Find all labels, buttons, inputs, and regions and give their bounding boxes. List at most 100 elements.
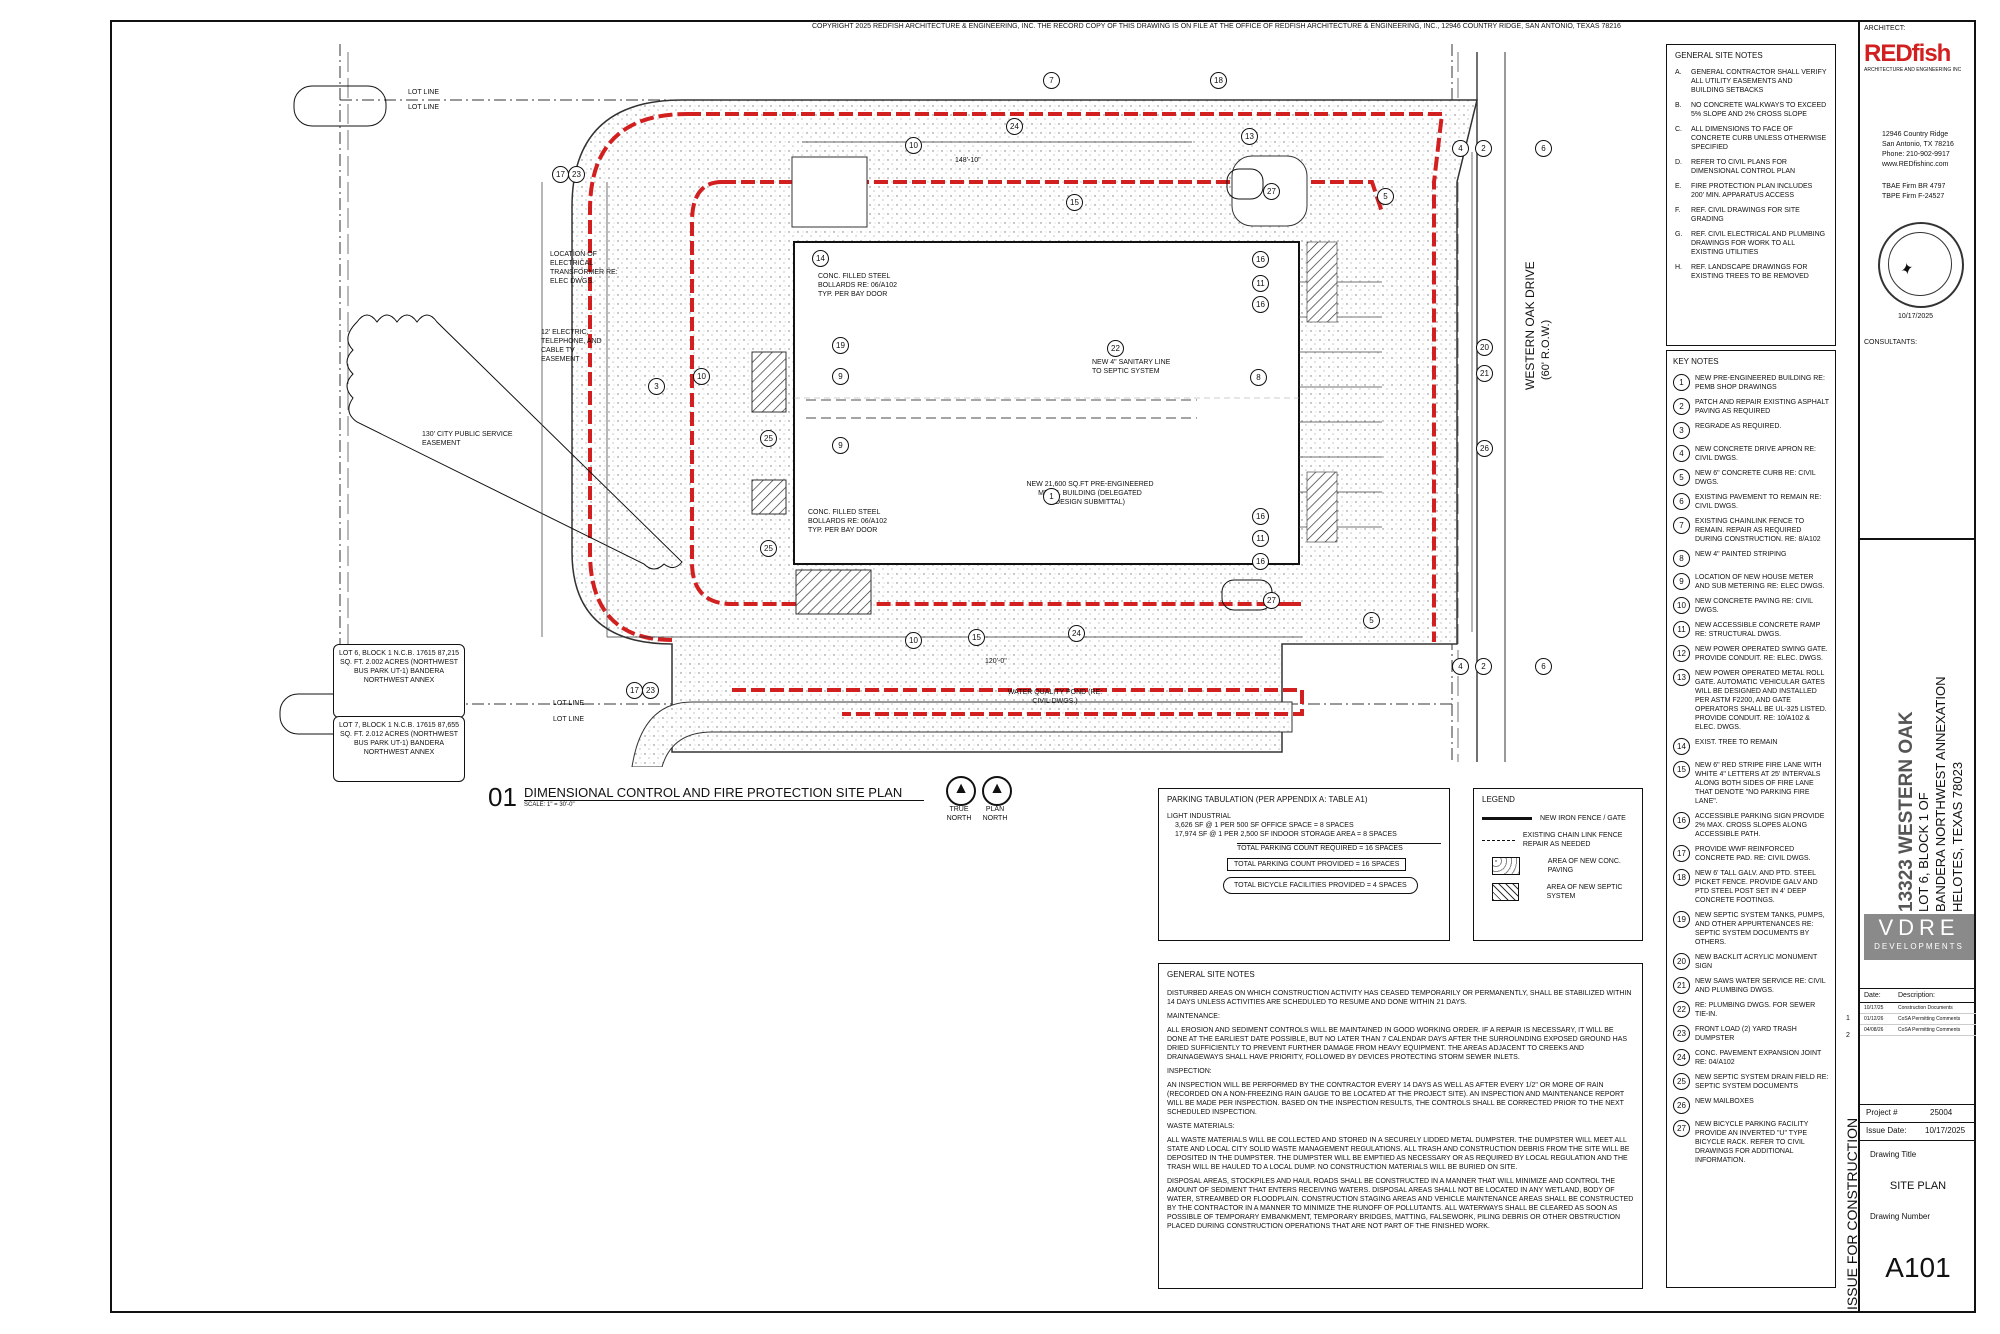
seal-date: 10/17/2025 — [1898, 313, 1934, 320]
callout-16b: 16 — [1252, 296, 1269, 313]
project-name: 13323 WESTERN OAK — [1896, 711, 1917, 912]
key-note-number: 26 — [1673, 1097, 1690, 1114]
tb-divider — [1860, 1122, 1976, 1123]
note-letter: D. — [1675, 159, 1682, 166]
key-note-text: CONC. PAVEMENT EXPANSION JOINT RE: 04/A1… — [1695, 1050, 1822, 1066]
dim-top: 148'-10" — [955, 157, 981, 164]
note-para: AN INSPECTION WILL BE PERFORMED BY THE C… — [1167, 1082, 1625, 1116]
chain-fence-swatch — [1482, 839, 1515, 841]
callout-9b: 9 — [832, 437, 849, 454]
callout-26: 26 — [1476, 440, 1493, 457]
callout-27: 27 — [1263, 592, 1280, 609]
revision-cloud-easement — [346, 314, 683, 570]
key-note-number: 11 — [1673, 621, 1690, 638]
callout-17b: 17 — [626, 682, 643, 699]
key-note-number: 18 — [1673, 869, 1690, 886]
parking-row: 3,626 SF @ 1 PER 500 SF OFFICE SPACE = 8… — [1175, 822, 1354, 829]
revision-date: 01/12/26 — [1864, 1016, 1884, 1022]
callout-23a: 23 — [568, 166, 585, 183]
callout-2b: 2 — [1475, 658, 1492, 675]
septic-area-south — [795, 569, 872, 615]
note-letter: G. — [1675, 231, 1683, 238]
drawing-title-label: Drawing Title — [1870, 1150, 1917, 1159]
septic-area-west — [751, 351, 787, 413]
parking-tabulation: PARKING TABULATION (PER APPENDIX A: TABL… — [1158, 788, 1450, 941]
key-note-text: NEW MAILBOXES — [1695, 1098, 1754, 1105]
vdre-logo-sub: DEVELOPMENTS — [1874, 942, 1964, 951]
key-note-number: 23 — [1673, 1025, 1690, 1042]
lot-line-label-3: LOT LINE — [553, 700, 584, 707]
parking-row: 17,974 SF @ 1 PER 2,500 SF INDOOR STORAG… — [1175, 831, 1397, 838]
note-para: ALL EROSION AND SEDIMENT CONTROLS WILL B… — [1167, 1027, 1628, 1061]
key-note-number: 1 — [1673, 374, 1690, 391]
building-label: NEW 21,600 SQ.FT PRE-ENGINEERED METAL BU… — [1026, 481, 1154, 506]
sanitary-label: NEW 4" SANITARY LINE TO SEPTIC SYSTEM — [1092, 359, 1171, 375]
callout-27b: 27 — [1263, 183, 1280, 200]
redfish-logo-sub: ARCHITECTURE AND ENGINEERING INC — [1864, 67, 1962, 73]
key-note-number: 6 — [1673, 493, 1690, 510]
lot-line-label-2: LOT LINE — [408, 104, 439, 111]
easement-public-label: 130' CITY PUBLIC SERVICE EASEMENT — [422, 431, 513, 447]
note-text: REF. CIVIL DRAWINGS FOR SITE GRADING — [1691, 207, 1800, 223]
architect-label: ARCHITECT: — [1864, 25, 1906, 32]
vdre-logo: VDRE DEVELOPMENTS — [1864, 914, 1974, 960]
key-note-number: 20 — [1673, 953, 1690, 970]
key-note-number: 10 — [1673, 597, 1690, 614]
easement-elec-label: 12' ELECTRIC, TELEPHONE, AND CABLE TV EA… — [541, 329, 602, 363]
drawing-number-label-tb: Drawing Number — [1870, 1212, 1931, 1221]
key-note-number: 4 — [1673, 445, 1690, 462]
key-note-text: EXISTING PAVEMENT TO REMAIN RE: CIVIL DW… — [1695, 494, 1822, 510]
tb-divider — [1860, 538, 1976, 540]
lot-line-label-1: LOT LINE — [408, 89, 439, 96]
sheet-border — [110, 20, 1976, 1313]
callout-24: 24 — [1068, 625, 1085, 642]
drawing-scale: SCALE: 1" = 30'-0" — [524, 802, 575, 808]
note-para: DISTURBED AREAS ON WHICH CONSTRUCTION AC… — [1167, 990, 1632, 1006]
key-note-text: NEW SEPTIC SYSTEM DRAIN FIELD RE: SEPTIC… — [1695, 1074, 1829, 1090]
fire-lane-outer — [588, 112, 1445, 642]
engineer-seal-icon: ✦ — [1878, 222, 1964, 308]
firm1: TBAE Firm BR 4797 — [1882, 183, 1946, 190]
key-note-number: 15 — [1673, 761, 1690, 778]
addr2: San Antonio, TX 78216 — [1882, 141, 1954, 148]
key-note-text: RE: PLUMBING DWGS. FOR SEWER TIE-IN. — [1695, 1002, 1816, 1018]
general-note-item: H.REF. LANDSCAPE DRAWINGS FOR EXISTING T… — [1675, 263, 1827, 281]
key-note-text: ACCESSIBLE PARKING SIGN PROVIDE 2% MAX. … — [1695, 813, 1825, 838]
key-note-text: REGRADE AS REQUIRED. — [1695, 423, 1782, 430]
key-note-text: NEW BACKLIT ACRYLIC MONUMENT SIGN — [1695, 954, 1818, 970]
key-note-text: NEW PRE-ENGINEERED BUILDING RE: PEMB SHO… — [1695, 375, 1825, 391]
legend-item: AREA OF NEW CONC. PAVING — [1482, 857, 1634, 875]
plan-north-icon: ▲ — [982, 776, 1012, 806]
note-letter: B. — [1675, 102, 1682, 109]
parking-provided: TOTAL PARKING COUNT PROVIDED = 16 SPACES — [1227, 858, 1407, 871]
callout-1: 1 — [1043, 488, 1060, 505]
lot6-label: LOT 6, BLOCK 1 N.C.B. 17615 87,215 SQ. F… — [333, 644, 465, 718]
redfish-logo: REDfish — [1864, 40, 1951, 67]
transformer-label: LOCATION OF ELECTRICAL TRANSFORMER RE: E… — [550, 251, 618, 285]
key-note-number: 27 — [1673, 1120, 1690, 1137]
row-label: (60' R.O.W.) — [1540, 319, 1552, 380]
lower-drive — [631, 701, 1293, 767]
addr1: 12946 Country Ridge — [1882, 131, 1949, 138]
project-line1: LOT 6, BLOCK 1 OF — [1916, 792, 1931, 912]
note-para: ALL WASTE MATERIALS WILL BE COLLECTED AN… — [1167, 1137, 1630, 1171]
dim-bottom: 120'-0" — [985, 658, 1007, 665]
key-note-number: 7 — [1673, 517, 1690, 534]
key-note-number: 17 — [1673, 845, 1690, 862]
key-note-text: NEW POWER OPERATED METAL ROLL GATE. AUTO… — [1695, 670, 1827, 731]
callout-9a: 9 — [832, 368, 849, 385]
lot7-label: LOT 7, BLOCK 1 N.C.B. 17615 87,655 SQ. F… — [333, 716, 465, 782]
revision-desc: CoSA Permitting Comments — [1898, 1016, 1961, 1022]
key-note-text: NEW 6" CONCRETE CURB RE: CIVIL DWGS. — [1695, 470, 1816, 486]
